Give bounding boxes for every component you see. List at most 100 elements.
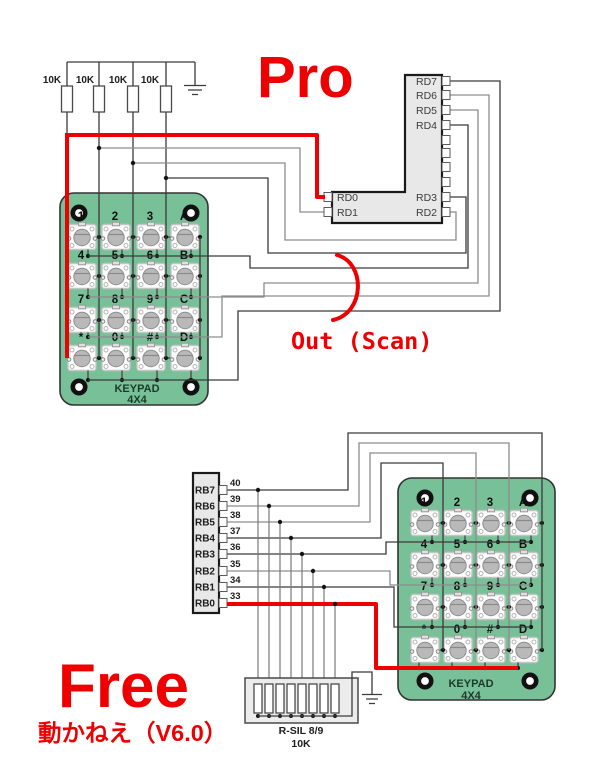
rsil-resistor: [330, 683, 340, 714]
key-3-switch: [135, 221, 167, 251]
pin-label-RD7: RD7: [416, 76, 437, 88]
key-label-0: 0: [454, 624, 460, 636]
pin-box: [441, 192, 451, 202]
pin-label-RB7: RB7: [195, 486, 215, 497]
key-2-switch: [100, 221, 132, 251]
key-6-switch: [135, 260, 167, 290]
key-#-switch: [475, 634, 507, 664]
key-*-switch: [409, 634, 441, 664]
pin-box: [441, 162, 451, 172]
mounting-hole: [182, 378, 200, 396]
wire-rd1: [99, 147, 324, 213]
rsil-network: R-SIL 8/9 10K: [244, 671, 382, 750]
out-scan-label: Out (Scan): [291, 327, 432, 355]
key-5-switch: [100, 260, 132, 290]
key-label-8: 8: [454, 581, 461, 593]
key-9-switch: [135, 304, 167, 334]
pin-box: [441, 76, 451, 86]
pin-box: [323, 192, 333, 202]
pin-label-RB2: RB2: [195, 567, 215, 578]
key-label-3: 3: [147, 211, 153, 223]
resistor-label-3: 10K: [109, 75, 128, 86]
pin-label-RB3: RB3: [195, 550, 215, 561]
pin-label-RB0: RB0: [195, 599, 215, 610]
rd-wires: [88, 80, 501, 381]
key-label-5: 5: [454, 539, 461, 551]
mounting-hole: [416, 489, 434, 507]
key-label-9: 9: [147, 294, 153, 306]
pin-number: 34: [230, 575, 241, 586]
key-label-#: #: [147, 332, 154, 344]
mounting-hole: [521, 489, 539, 507]
pin-label-RB6: RB6: [195, 502, 215, 513]
key-label-9: 9: [487, 581, 493, 593]
wire-resistor-stubs: [66, 62, 167, 86]
free-label: Free: [58, 652, 189, 721]
pin-label-RD5: RD5: [416, 105, 437, 117]
mounting-hole: [416, 672, 434, 690]
pin-number: 33: [230, 591, 241, 602]
pro-label: Pro: [257, 45, 354, 110]
key-4-switch: [66, 260, 98, 290]
mounting-hole: [70, 378, 88, 396]
pin-label-RD0: RD0: [337, 192, 358, 204]
rsil-resistor: [319, 683, 329, 714]
wire-rd7-row4: [88, 80, 501, 381]
resistor-label-2: 10K: [76, 75, 95, 86]
key-8-switch: [100, 304, 132, 334]
wire-rb5: [227, 452, 477, 650]
pin-box: [323, 207, 333, 217]
mounting-hole: [182, 204, 200, 222]
pin-label-RD1: RD1: [337, 207, 358, 219]
key-D-switch: [169, 342, 201, 372]
rsil-resistor: [286, 683, 296, 714]
pin-box: [441, 90, 451, 100]
ground-symbol: [184, 84, 206, 96]
red-trace-rd0: [67, 133, 325, 199]
wire-rd4-row1: [88, 124, 469, 269]
key-label-A: A: [519, 497, 527, 509]
rsil-label: R-SIL 8/9: [279, 725, 324, 737]
pin-number: 40: [230, 478, 241, 489]
key-label-A: A: [180, 211, 188, 223]
pin-label-RD2: RD2: [416, 207, 437, 219]
pin-number: 39: [230, 494, 241, 505]
pin-box: [218, 533, 228, 543]
pin-label-RD3: RD3: [416, 192, 437, 204]
pin-number: 38: [230, 510, 241, 521]
key-label-1: 1: [78, 211, 85, 223]
key-label-C: C: [180, 294, 188, 306]
key-label-3: 3: [487, 497, 493, 509]
key-label-2: 2: [112, 211, 118, 223]
keypad1-name: KEYPAD: [114, 383, 159, 395]
key-6-switch: [475, 549, 507, 579]
pin-box: [218, 598, 228, 608]
rsil-resistor: [264, 683, 274, 714]
junction-dots: [96, 145, 338, 607]
pin-box: [441, 135, 451, 145]
wire-rd2: [133, 162, 457, 241]
pin-label-RD4: RD4: [416, 120, 437, 132]
wire-rb4: [227, 462, 444, 650]
pin-box: [441, 207, 451, 217]
key-label-1: 1: [421, 497, 428, 509]
pin-number: 36: [230, 542, 241, 553]
pin-box: [218, 549, 228, 559]
ground-symbol-2: [362, 693, 382, 705]
wire-rd3: [166, 177, 467, 254]
pin-label-RB5: RB5: [195, 518, 215, 529]
resistor-label-1: 10K: [43, 75, 62, 86]
key-A-switch: [169, 221, 201, 251]
key-label-#: #: [487, 624, 494, 636]
labels: 10K 10K 10K 10K KEYPAD 4X4 KEYPAD 4X4 Pr…: [38, 45, 494, 746]
rsil-value: 10K: [291, 738, 311, 750]
key-label-D: D: [519, 624, 527, 636]
pullup-resistors: [60, 85, 173, 113]
key-D-switch: [508, 634, 540, 664]
key-7-switch: [409, 591, 441, 621]
key-label-B: B: [519, 539, 527, 551]
key-label-D: D: [180, 332, 188, 344]
pin-box: [441, 148, 451, 158]
rsil-resistor: [308, 683, 318, 714]
